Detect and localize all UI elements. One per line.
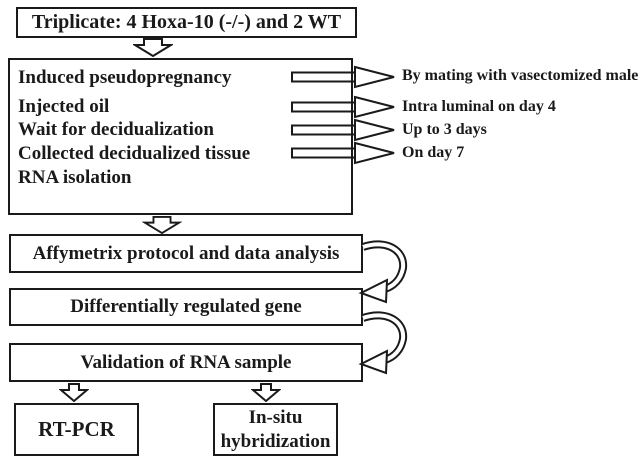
insitu-box: In-situ hybridization bbox=[213, 403, 338, 456]
rtpcr-box: RT-PCR bbox=[14, 403, 139, 456]
protocol-box bbox=[8, 58, 353, 215]
step-note: Intra luminal on day 4 bbox=[402, 98, 556, 115]
title-box: Triplicate: 4 Hoxa-10 (-/-) and 2 WT bbox=[16, 7, 357, 38]
right-arrow-icon bbox=[290, 65, 398, 89]
loop-arrow-icon bbox=[356, 309, 410, 377]
down-arrow-icon bbox=[59, 383, 89, 402]
step-label: Induced pseudopregnancy bbox=[18, 67, 232, 88]
title-box-label: Triplicate: 4 Hoxa-10 (-/-) and 2 WT bbox=[31, 11, 342, 33]
step-note: By mating with vasectomized male bbox=[402, 67, 639, 84]
step-label: Wait for decidualization bbox=[18, 119, 214, 140]
step-note: On day 7 bbox=[402, 144, 465, 161]
validation-box: Validation of RNA sample bbox=[9, 343, 363, 382]
step-label: Injected oil bbox=[18, 96, 110, 117]
affymetrix-box-label: Affymetrix protocol and data analysis bbox=[32, 242, 340, 264]
affymetrix-box: Affymetrix protocol and data analysis bbox=[9, 234, 363, 273]
differential-gene-box: Differentially regulated gene bbox=[9, 288, 363, 326]
loop-arrow-icon bbox=[356, 238, 410, 306]
right-arrow-icon bbox=[290, 95, 398, 119]
insitu-box-label: In-situ hybridization bbox=[220, 406, 331, 452]
right-arrow-icon bbox=[290, 118, 398, 142]
down-arrow-icon bbox=[251, 383, 281, 402]
validation-box-label: Validation of RNA sample bbox=[80, 351, 292, 373]
differential-gene-box-label: Differentially regulated gene bbox=[70, 296, 302, 317]
rtpcr-box-label: RT-PCR bbox=[38, 417, 115, 441]
right-arrow-icon bbox=[290, 141, 398, 165]
step-label: Collected decidualized tissue bbox=[18, 143, 251, 164]
step-label: RNA isolation bbox=[18, 167, 132, 188]
down-arrow-icon bbox=[133, 38, 173, 57]
down-arrow-icon bbox=[142, 216, 182, 234]
step-note: Up to 3 days bbox=[402, 121, 487, 138]
